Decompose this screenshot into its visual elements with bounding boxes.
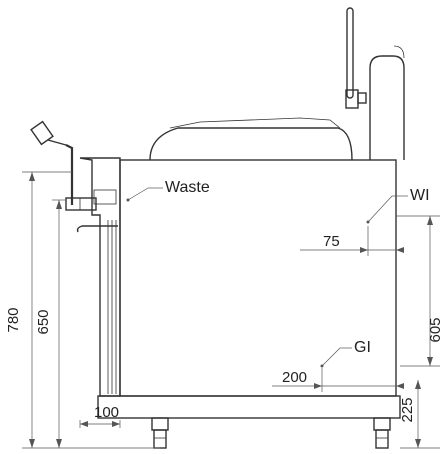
leg-height-dimension — [400, 380, 440, 449]
gi-callout: GI — [354, 339, 371, 356]
front-leg — [151, 417, 169, 449]
wi-callout: WI — [410, 187, 430, 204]
body-height-dimension — [52, 199, 66, 448]
drain-handle — [30, 120, 97, 211]
rear-leg — [373, 417, 391, 449]
gi-height-label: 605 — [427, 317, 442, 342]
waste-leader — [126, 187, 163, 202]
overall-height-dimension — [22, 171, 160, 449]
body-height-label: 650 — [35, 309, 52, 334]
gi-height-dimension — [400, 216, 440, 367]
wi-leader — [366, 195, 408, 224]
wi-offset-label: 75 — [323, 233, 340, 250]
leg-height-label: 225 — [399, 397, 416, 422]
waste-offset-label: 100 — [94, 404, 119, 421]
gi-offset-label: 200 — [282, 369, 307, 386]
waste-offset-dimension — [79, 420, 121, 428]
overall-height-label: 780 — [5, 307, 22, 332]
cabinet-body — [119, 159, 397, 397]
waste-callout: Waste — [165, 179, 210, 196]
wi-offset-dimension — [300, 215, 440, 256]
front-panel — [76, 157, 121, 397]
gi-leader — [320, 347, 352, 368]
gi-offset-dimension — [272, 368, 404, 392]
lift-arm — [345, 7, 367, 109]
basket-profile — [149, 117, 353, 161]
rear-flue — [369, 45, 405, 160]
cabinet-base — [97, 395, 401, 419]
